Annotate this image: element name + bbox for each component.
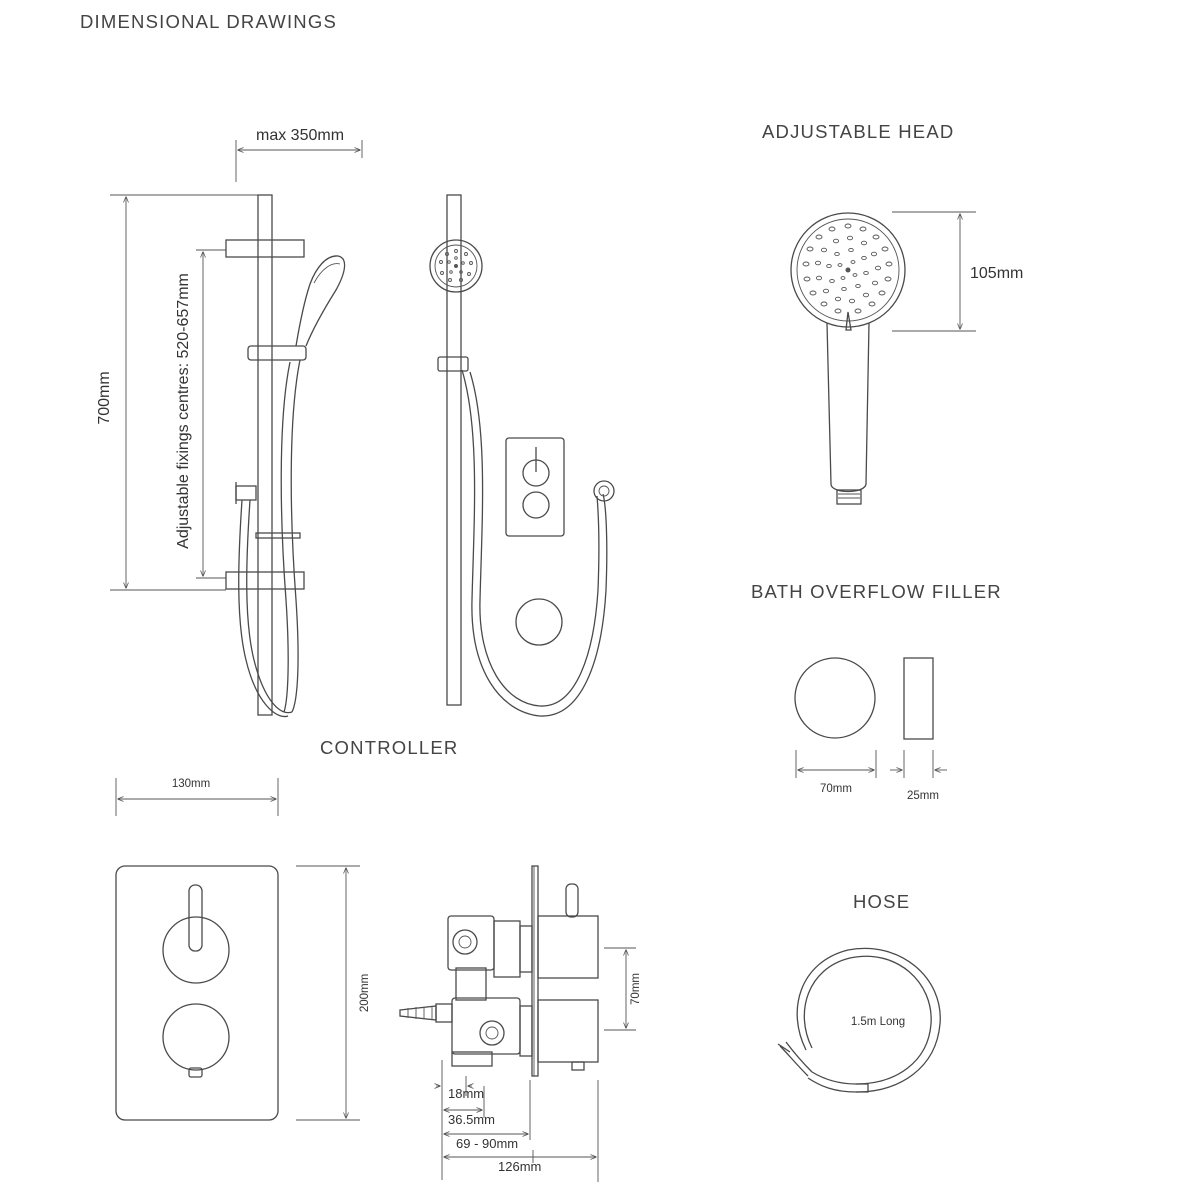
head-height-label: 105mm [970, 265, 1023, 282]
adjustable-head-drawing: 105mm [790, 211, 1023, 505]
hose-length-label: 1.5m Long [851, 1016, 905, 1028]
controller-heading: CONTROLLER [320, 737, 458, 758]
hose-drawing: 1.5m Long [777, 947, 941, 1093]
hose-heading: HOSE [853, 891, 910, 912]
overflow-diameter-label: 70mm [820, 783, 852, 795]
page-title: DIMENSIONAL DRAWINGS [80, 11, 337, 32]
controller-side-view: 70mm 18mm 36.5mm 69 - 90mm 126mm [399, 865, 642, 1182]
bath-overflow-heading: BATH OVERFLOW FILLER [751, 581, 1002, 602]
riser-height-label: 700mm [96, 371, 113, 424]
adjustable-head-heading: ADJUSTABLE HEAD [762, 121, 954, 142]
bath-overflow-drawing: 70mm 25mm [794, 657, 947, 802]
dim-36-5mm-label: 36.5mm [448, 1112, 495, 1127]
fixings-centres-label: Adjustable fixings centres: 520-657mm [175, 273, 192, 549]
riser-side-view [429, 194, 615, 717]
overflow-depth-label: 25mm [907, 790, 939, 802]
dim-126mm-label: 126mm [498, 1159, 541, 1174]
controller-front-view: 130mm 200mm [115, 778, 371, 1121]
riser-front-view: max 350mm 700mm Adjustable fixings centr… [96, 127, 363, 718]
controller-centres-label: 70mm [630, 973, 642, 1005]
dim-69-90mm-label: 69 - 90mm [456, 1136, 518, 1151]
riser-width-label: max 350mm [256, 127, 344, 144]
dim-18mm-label: 18mm [448, 1086, 484, 1101]
controller-height-label: 200mm [359, 974, 371, 1012]
controller-width-label: 130mm [172, 778, 210, 790]
